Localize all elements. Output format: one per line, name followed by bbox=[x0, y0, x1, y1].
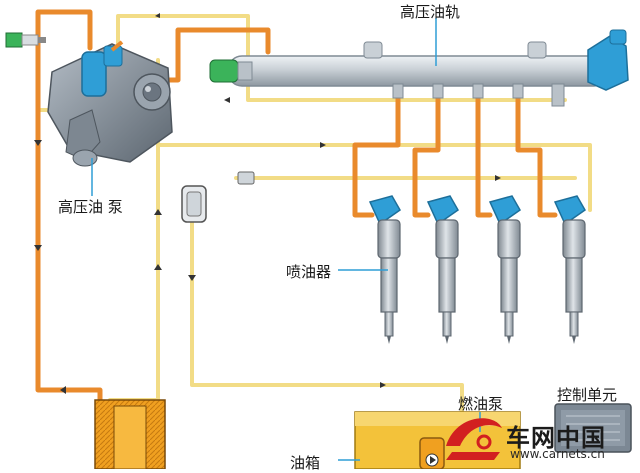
fuel-pump-label: 燃油泵 bbox=[458, 395, 504, 413]
watermark-title: 车网中国 bbox=[506, 424, 606, 452]
injector-2 bbox=[426, 195, 459, 344]
fuel-filter-icon bbox=[181, 171, 255, 223]
injector-3 bbox=[488, 195, 521, 344]
control-unit-label: 控制单元 bbox=[557, 386, 618, 404]
injector-4 bbox=[553, 195, 586, 344]
injectors bbox=[338, 195, 586, 344]
rail-label: 高压油轨 bbox=[400, 3, 461, 21]
diesel-filter bbox=[94, 399, 166, 469]
control-unit bbox=[554, 403, 632, 453]
watermark-url: www.carnets.cn bbox=[510, 447, 605, 461]
pump-label: 高压油 泵 bbox=[58, 198, 123, 216]
fuel-pump bbox=[419, 412, 481, 469]
injector-label: 喷油器 bbox=[286, 263, 332, 281]
logo-icon bbox=[446, 418, 502, 460]
high-pressure-rail bbox=[209, 18, 629, 107]
pressure-sensor-icon bbox=[209, 59, 239, 83]
injector-1 bbox=[368, 195, 401, 344]
tank-label: 油箱 bbox=[290, 454, 321, 472]
connector-icon bbox=[5, 32, 46, 48]
arrow-icon bbox=[34, 13, 501, 394]
high-pressure-pump bbox=[47, 40, 173, 196]
